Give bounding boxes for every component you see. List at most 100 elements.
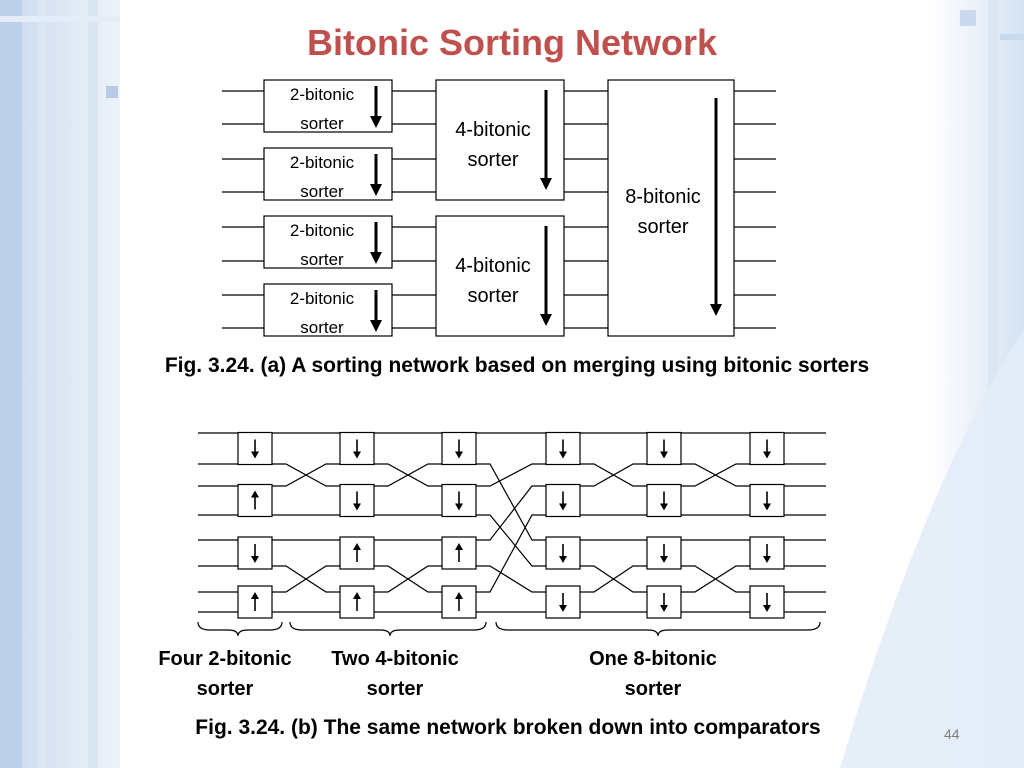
sorter-label: 2-bitonic xyxy=(290,289,355,308)
wire xyxy=(476,565,546,593)
comparator xyxy=(339,585,375,619)
comparator-box xyxy=(237,483,273,518)
brace-one-8-bitonic xyxy=(495,621,821,637)
comparator xyxy=(749,536,785,570)
comparator xyxy=(237,483,273,518)
mid-wires-1 xyxy=(392,90,436,329)
arrowhead-icon xyxy=(251,592,259,599)
sorter-label: 2-bitonic xyxy=(290,85,355,104)
arrowhead-icon xyxy=(370,252,382,264)
arrowhead-icon xyxy=(763,605,771,612)
comparator-box xyxy=(237,585,273,619)
brace-four-2-bitonic xyxy=(197,621,283,637)
arrowhead-icon xyxy=(353,543,361,550)
group-label-four-2-bitonic: Four 2-bitonic sorter xyxy=(158,648,292,700)
comparator xyxy=(749,585,785,619)
comparator xyxy=(646,431,682,466)
figure-a-caption: Fig. 3.24. (a) A sorting network based o… xyxy=(164,354,870,377)
wire xyxy=(374,463,442,487)
arrowhead-icon xyxy=(559,556,567,563)
arrowhead-icon xyxy=(660,605,668,612)
two-bitonic-sorter-2: 2-bitonic sorter xyxy=(263,147,393,201)
arrowhead-icon xyxy=(251,490,259,498)
arrowhead-icon xyxy=(710,304,722,316)
arrowhead-icon xyxy=(251,556,259,563)
arrowhead-icon xyxy=(353,592,361,599)
comparator xyxy=(441,536,477,570)
arrowhead-icon xyxy=(660,556,668,563)
input-wires xyxy=(222,90,264,329)
wire xyxy=(272,463,340,487)
comparator xyxy=(545,536,581,570)
arrowhead-icon xyxy=(763,503,771,511)
two-bitonic-sorter-3: 2-bitonic sorter xyxy=(263,215,393,269)
two-bitonic-sorter-4: 2-bitonic sorter xyxy=(263,283,393,337)
sorter-label: 4-bitonic xyxy=(455,119,531,141)
arrowhead-icon xyxy=(370,320,382,332)
sorter-label: sorter xyxy=(300,114,344,133)
comparator xyxy=(237,585,273,619)
sorter-label: sorter xyxy=(467,285,518,307)
wire xyxy=(476,463,546,541)
wire xyxy=(580,565,647,593)
sorter-label: 4-bitonic xyxy=(455,255,531,277)
comparator xyxy=(646,536,682,570)
eight-bitonic-sorter: 8-bitonic sorter xyxy=(607,79,735,337)
two-bitonic-sorter-1: 2-bitonic sorter xyxy=(263,79,393,133)
comparator xyxy=(441,431,477,466)
comparator xyxy=(545,431,581,466)
comparator xyxy=(237,431,273,466)
sorter-label: 8-bitonic xyxy=(625,186,701,208)
comparator xyxy=(339,483,375,518)
sorter-label: 2-bitonic xyxy=(290,153,355,172)
sorter-label: sorter xyxy=(300,318,344,337)
comparator xyxy=(545,483,581,518)
comparator xyxy=(441,585,477,619)
arrowhead-icon xyxy=(559,503,567,511)
comparator xyxy=(339,431,375,466)
comparator xyxy=(646,483,682,518)
comparator xyxy=(339,536,375,570)
wire xyxy=(681,565,750,593)
arrowhead-icon xyxy=(455,592,463,599)
mid-wires-2 xyxy=(564,90,608,329)
slide-title: Bitonic Sorting Network xyxy=(306,22,717,63)
comparator xyxy=(749,483,785,518)
sorter-label: sorter xyxy=(300,250,344,269)
arrowhead-icon xyxy=(763,451,771,459)
arrowhead-icon xyxy=(251,451,259,459)
wire xyxy=(476,463,546,487)
wire xyxy=(272,565,340,593)
comparator xyxy=(545,585,581,619)
arrowhead-icon xyxy=(660,451,668,459)
output-wires xyxy=(734,90,776,329)
sorter-label: sorter xyxy=(467,149,518,171)
arrowhead-icon xyxy=(455,451,463,459)
arrowhead-icon xyxy=(660,503,668,511)
wire xyxy=(374,565,442,593)
sorter-label: sorter xyxy=(300,182,344,201)
group-label-two-4-bitonic: Two 4-bitonic sorter xyxy=(331,648,459,700)
network-wires xyxy=(198,432,826,613)
network-comparators xyxy=(237,431,785,619)
group-label-one-8-bitonic: One 8-bitonic sorter xyxy=(589,648,717,700)
four-bitonic-sorter-1: 4-bitonic sorter xyxy=(435,79,565,201)
wire xyxy=(476,514,546,567)
figure-b-caption: Fig. 3.24. (b) The same network broken d… xyxy=(195,716,821,739)
sorter-label: 2-bitonic xyxy=(290,221,355,240)
arrowhead-icon xyxy=(370,184,382,196)
arrowhead-icon xyxy=(540,314,552,326)
arrowhead-icon xyxy=(455,543,463,550)
sorter-label: sorter xyxy=(637,216,688,238)
arrowhead-icon xyxy=(455,503,463,511)
comparator xyxy=(749,431,785,466)
wire xyxy=(580,463,647,487)
arrowhead-icon xyxy=(559,605,567,612)
arrowhead-icon xyxy=(559,451,567,459)
four-bitonic-sorter-2: 4-bitonic sorter xyxy=(435,215,565,337)
wire xyxy=(476,514,546,593)
comparator xyxy=(441,483,477,518)
